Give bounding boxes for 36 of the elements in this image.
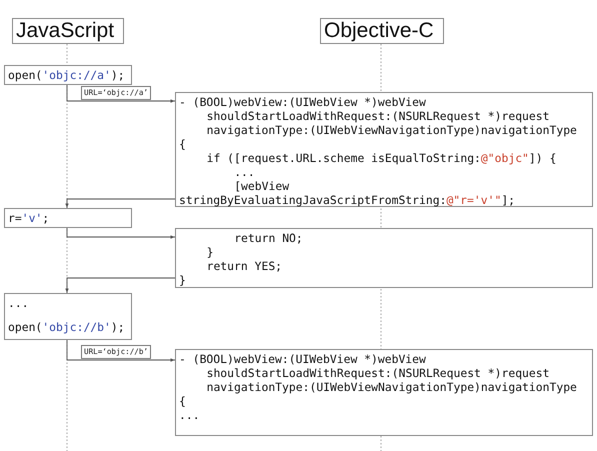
code-line: - (BOOL)webView:(UIWebView *)webView bbox=[179, 95, 426, 109]
code-box bbox=[175, 349, 593, 436]
arrow bbox=[66, 228, 176, 239]
code-box bbox=[4, 208, 132, 228]
code-line: ... bbox=[8, 296, 29, 310]
code-box bbox=[175, 92, 593, 207]
code-line: ... bbox=[233, 165, 255, 179]
code-line: - (BOOL)webView:(UIWebView *)webView bbox=[179, 352, 426, 366]
lifeline-title: JavaScript bbox=[16, 19, 116, 42]
lifeline-title: Objective-C bbox=[324, 19, 435, 42]
code-line: navigationType:(UIWebViewNavigationType)navigationType bbox=[206, 123, 577, 137]
code-line: return YES; bbox=[206, 259, 282, 273]
code-line: shouldStartLoadWithRequest:(NSURLRequest *)request bbox=[206, 109, 550, 123]
code-box bbox=[175, 228, 593, 288]
code-line: { bbox=[179, 394, 186, 408]
arrow bbox=[66, 340, 176, 362]
lifeline-header-box bbox=[320, 18, 444, 44]
code-line: ... bbox=[179, 408, 200, 422]
code-line: [webView bbox=[233, 179, 290, 193]
arrow bbox=[65, 198, 176, 208]
code-line: stringByEvaluatingJavaScriptFromString:@"r='v'"]; bbox=[179, 193, 516, 207]
code-line: } bbox=[206, 245, 214, 259]
arrow bbox=[66, 84, 176, 103]
code-line: r='v'; bbox=[8, 211, 50, 225]
lifeline-header-box bbox=[12, 18, 124, 44]
code-box bbox=[4, 65, 132, 85]
code-box bbox=[4, 293, 132, 340]
code-line: shouldStartLoadWithRequest:(NSURLRequest *)request bbox=[206, 366, 550, 380]
code-line: open('objc://a'); bbox=[8, 68, 125, 82]
code-line: return NO; bbox=[233, 231, 303, 245]
code-line: if ([request.URL.scheme isEqualToString:@"objc"]) { bbox=[206, 151, 556, 165]
code-line: navigationType:(UIWebViewNavigationType)navigationType bbox=[206, 380, 577, 394]
arrow bbox=[65, 278, 176, 294]
code-line: { bbox=[179, 137, 186, 151]
code-line: open('objc://b'); bbox=[8, 320, 125, 334]
code-line: } bbox=[179, 273, 186, 287]
